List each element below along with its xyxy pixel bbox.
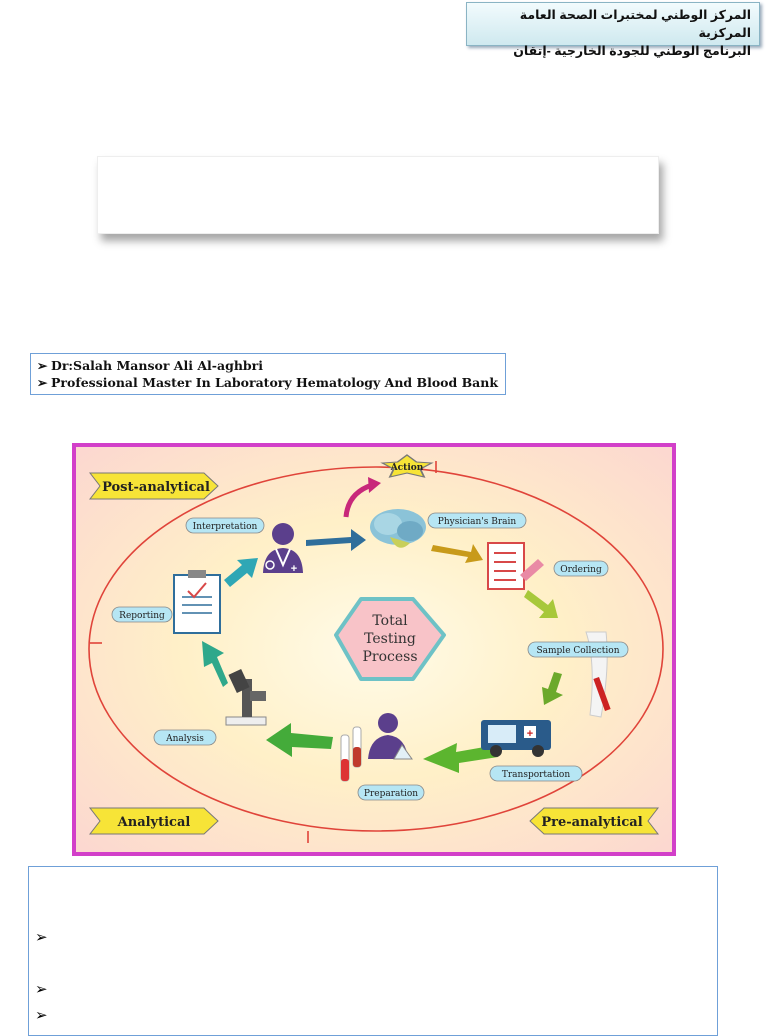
step-reporting-text: Reporting [119, 611, 165, 621]
arrow-bullet-icon: ➢ [35, 981, 48, 998]
arrow-bullet-icon: ➢ [35, 929, 48, 946]
preparation-icon [340, 713, 413, 782]
step-interpretation-text: Interpretation [193, 522, 258, 532]
microscope-icon [225, 668, 267, 726]
author-name: Dr:Salah Mansor Ali Al-aghbri [51, 358, 263, 373]
step-label-interpretation: Interpretation [185, 517, 265, 534]
flow-arrows [202, 529, 563, 773]
notes-box: ➢ ➢ ➢ [28, 866, 718, 1036]
phase-analytical-text: Analytical [117, 815, 191, 830]
author-name-line: ➢Dr:Salah Mansor Ali Al-aghbri [37, 357, 499, 374]
phase-label-analytical: Analytical [88, 807, 219, 835]
order-checklist-icon [487, 542, 544, 590]
phase-label-pre-analytical: Pre-analytical [529, 807, 660, 835]
action-star: Action [380, 454, 434, 478]
arrow-bullet-icon: ➢ [37, 358, 48, 373]
doctor-icon: + [263, 523, 303, 575]
step-label-ordering: Ordering [553, 560, 609, 577]
author-box: ➢Dr:Salah Mansor Ali Al-aghbri ➢Professi… [30, 353, 506, 395]
step-sample-text: Sample Collection [536, 646, 619, 656]
step-ordering-text: Ordering [560, 565, 602, 575]
phase-label-post-analytical: Post-analytical [88, 472, 219, 500]
center-line-3: Process [362, 649, 417, 665]
step-label-preparation: Preparation [357, 784, 425, 801]
step-label-sample: Sample Collection [527, 641, 629, 658]
step-transport-text: Transportation [502, 770, 570, 780]
program-name-line: البرنامج الوطني للجودة الخارجية -إتقان [513, 44, 751, 58]
step-label-reporting: Reporting [111, 606, 173, 623]
center-line-2: Testing [364, 631, 416, 647]
org-name-line: المركز الوطني لمختبرات الصحة العامة المر… [519, 8, 751, 40]
phase-pre-text: Pre-analytical [541, 815, 642, 830]
svg-text:+: + [291, 563, 297, 575]
author-degree-line: ➢Professional Master In Laboratory Hemat… [37, 374, 499, 391]
step-preparation-text: Preparation [364, 789, 418, 799]
svg-text:+: + [527, 728, 533, 740]
step-label-transport: Transportation [489, 765, 583, 782]
arrow-bullet-icon: ➢ [35, 1007, 48, 1024]
ambulance-icon: + [481, 720, 551, 757]
brain-to-action-arrow [343, 482, 373, 518]
organization-header: المركز الوطني لمختبرات الصحة العامة المر… [466, 2, 760, 58]
total-testing-process-figure: Post-analytical Analytical Pre-analytica… [72, 443, 676, 856]
title-box [97, 156, 659, 234]
phase-post-text: Post-analytical [102, 480, 210, 495]
center-line-1: Total [372, 613, 408, 629]
step-label-brain: Physician's Brain [427, 512, 527, 529]
report-clipboard-icon [173, 570, 221, 634]
step-brain-text: Physician's Brain [438, 517, 517, 527]
arrow-bullet-icon: ➢ [37, 375, 48, 390]
step-analysis-text: Analysis [165, 734, 204, 744]
brain-icon [370, 509, 426, 548]
total-testing-process-badge: Total Testing Process [334, 597, 446, 681]
step-action-text: Action [390, 463, 424, 473]
author-degree: Professional Master In Laboratory Hemato… [51, 375, 499, 390]
step-label-analysis: Analysis [153, 729, 217, 746]
